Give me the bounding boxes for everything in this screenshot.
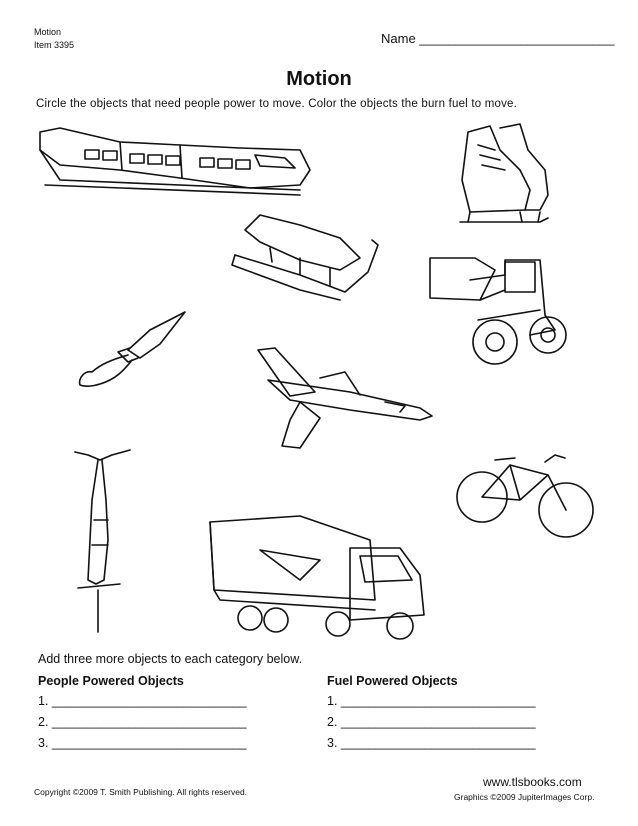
fuel-powered-heading: Fuel Powered Objects (327, 674, 458, 688)
truck-illustration (209, 515, 425, 640)
ice-skates-illustration (459, 123, 549, 223)
name-field: Name ___________________________ (381, 31, 615, 46)
graphics-credit: Graphics ©2009 JupiterImages Corp. (454, 792, 595, 802)
people-answer-line[interactable]: 2. ____________________________ (38, 715, 247, 729)
copyright-notice: Copyright ©2009 T. Smith Publishing. All… (34, 787, 248, 797)
train-illustration (39, 127, 311, 196)
page-title: Motion (286, 68, 352, 90)
people-powered-heading: People Powered Objects (38, 674, 184, 688)
instructions: Circle the objects that need people powe… (36, 98, 518, 110)
fuel-answer-line[interactable]: 2. ____________________________ (327, 715, 536, 729)
subject-label: Motion (34, 27, 62, 37)
people-answer-line[interactable]: 1. ____________________________ (38, 694, 247, 708)
bicycle-illustration (456, 454, 594, 538)
people-answer-line[interactable]: 3. ____________________________ (38, 736, 247, 750)
item-number: Item 3395 (34, 40, 75, 50)
pogo-stick-illustration (74, 449, 131, 633)
website-url: www.tlsbooks.com (483, 775, 582, 789)
fuel-answer-line[interactable]: 3. ____________________________ (327, 736, 536, 750)
activity-prompt: Add three more objects to each category … (38, 652, 303, 666)
rocket-illustration (78, 311, 186, 387)
jet-plane-illustration (257, 347, 433, 449)
front-loader-illustration (429, 257, 567, 365)
fuel-answer-line[interactable]: 1. ____________________________ (327, 694, 536, 708)
sled-illustration (231, 214, 379, 301)
